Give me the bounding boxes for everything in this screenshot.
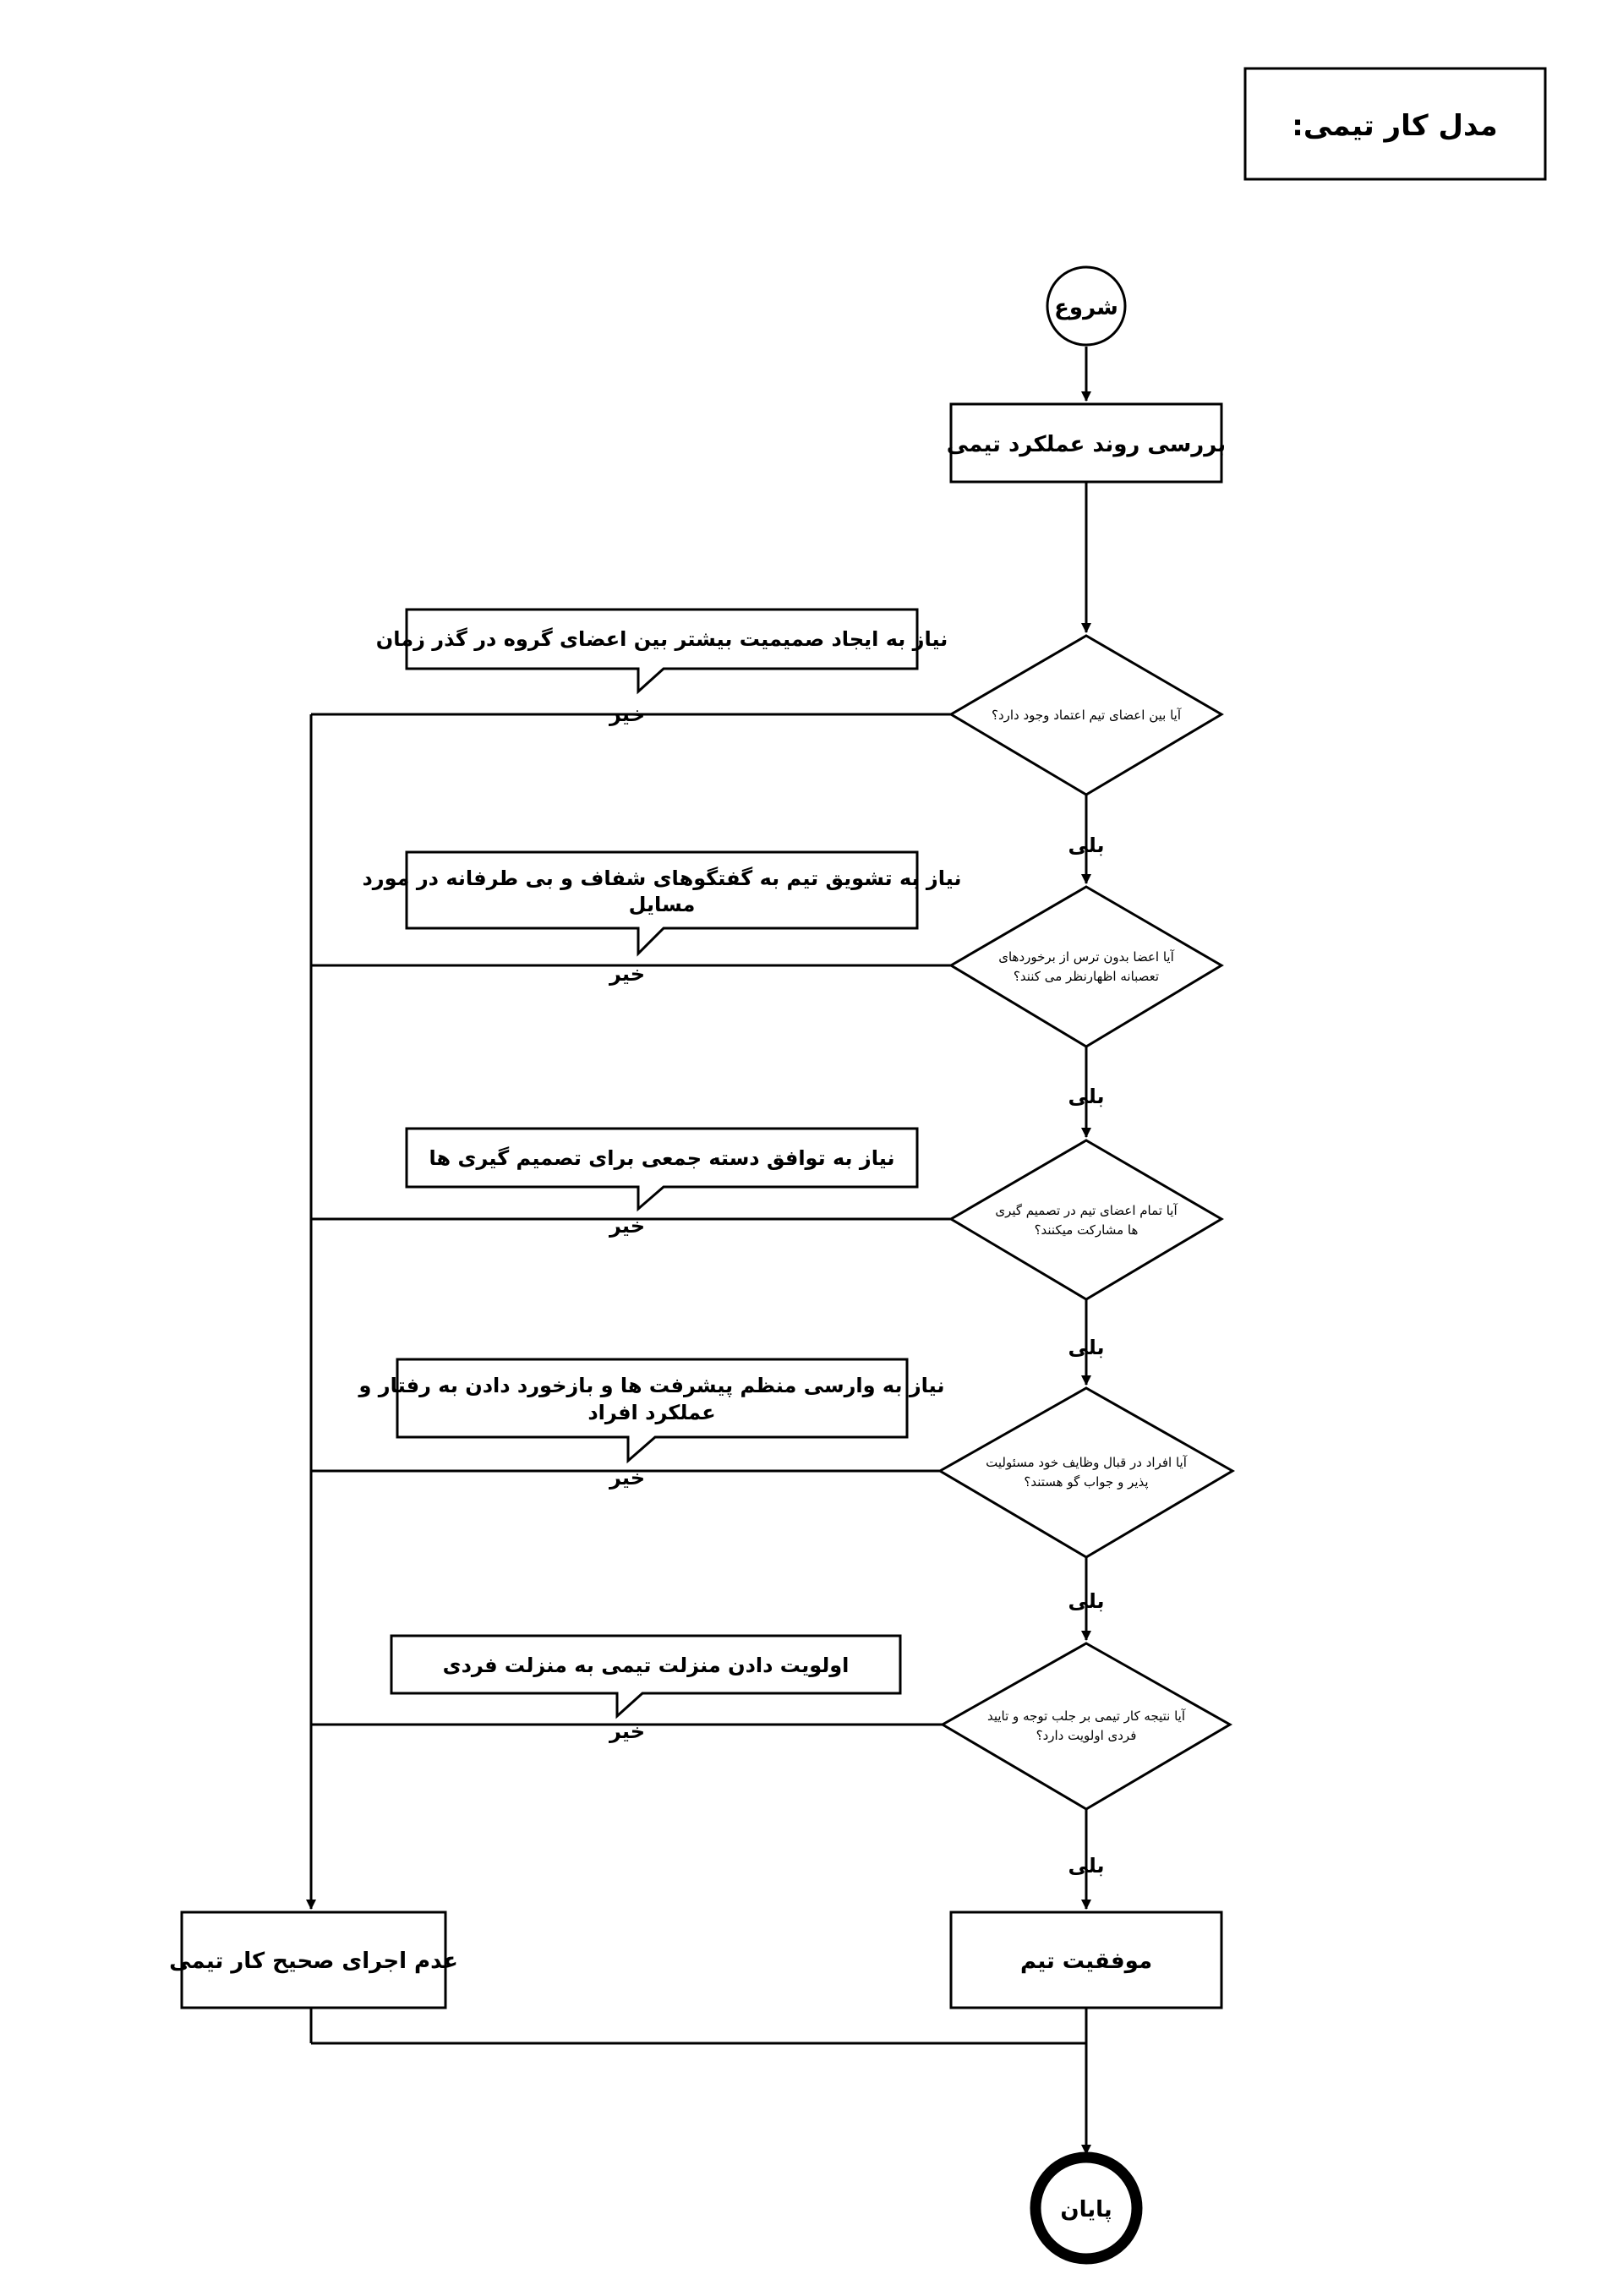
yes-label-1: بلی bbox=[1068, 834, 1104, 857]
end-terminal: پایان bbox=[1030, 2151, 1143, 2265]
decision-1: آیا بین اعضای تیم اعتماد وجود دارد؟ bbox=[948, 634, 1224, 796]
failure-box: عدم اجرای صحیح کار تیمی bbox=[169, 1911, 458, 2009]
no-label-4: خیر bbox=[609, 1466, 645, 1490]
no-label-5: خیر bbox=[609, 1719, 645, 1743]
yes-label-3: بلی bbox=[1068, 1336, 1104, 1359]
no-label-1: خیر bbox=[609, 702, 645, 726]
decision-3: آیا تمام اعضای تیم در تصمیم گیری ها مشار… bbox=[948, 1139, 1224, 1301]
yes-label-2: بلی bbox=[1068, 1085, 1104, 1108]
no-labels: خیر خیر خیر خیر خیر bbox=[609, 702, 645, 1743]
start-label: شروع bbox=[1054, 295, 1118, 320]
decision-2: آیا اعضا بدون ترس از برخوردهای تعصبانه ا… bbox=[948, 885, 1224, 1048]
title-box: مدل کار تیمی: bbox=[1243, 67, 1547, 181]
decision-5-line-1: آیا نتیجه کار تیمی بر جلب توجه و تایید bbox=[987, 1708, 1186, 1724]
note-5-line-1: اولویت دادن منزلت تیمی به منزلت فردی bbox=[443, 1654, 850, 1677]
start-terminal: شروع bbox=[1046, 265, 1127, 347]
decision-3-line-2: ها مشارکت میکنند؟ bbox=[1035, 1222, 1139, 1238]
decision-2-line-2: تعصبانه اظهارنظر می کنند؟ bbox=[1014, 969, 1159, 984]
decision-2-line-1: آیا اعضا بدون ترس از برخوردهای bbox=[998, 949, 1174, 965]
decision-3-line-1: آیا تمام اعضای تیم در تصمیم گیری bbox=[995, 1203, 1178, 1218]
note-2-line-1: نیاز به تشویق تیم به گفتگوهای شفاف و بی … bbox=[362, 866, 961, 890]
note-4-line-2: عملکرد افراد bbox=[587, 1401, 715, 1424]
note-5: اولویت دادن منزلت تیمی به منزلت فردی bbox=[390, 1634, 902, 1719]
decision-5: آیا نتیجه کار تیمی بر جلب توجه و تایید ف… bbox=[939, 1642, 1233, 1811]
decision-4-line-1: آیا افراد در قبال وظایف خود مسئولیت bbox=[986, 1455, 1188, 1470]
decision-4-line-2: پذیر و جواب گو هستند؟ bbox=[1024, 1474, 1148, 1490]
note-4-line-1: نیاز به وارسی منظم پیشرفت ها و بازخورد د… bbox=[358, 1374, 945, 1397]
failure-box-label: عدم اجرای صحیح کار تیمی bbox=[169, 1949, 458, 1974]
no-label-2: خیر bbox=[609, 962, 645, 986]
page-title: مدل کار تیمی: bbox=[1292, 109, 1497, 143]
review-box: بررسی روند عملکرد تیمی bbox=[947, 402, 1226, 484]
note-4: نیاز به وارسی منظم پیشرفت ها و بازخورد د… bbox=[358, 1358, 945, 1464]
success-box: موفقیت تیم bbox=[949, 1911, 1223, 2009]
note-1: نیاز به ایجاد صمیمیت بیشتر بین اعضای گرو… bbox=[376, 608, 948, 695]
success-box-label: موفقیت تیم bbox=[1020, 1949, 1152, 1974]
decision-4: آیا افراد در قبال وظایف خود مسئولیت پذیر… bbox=[937, 1386, 1235, 1559]
yes-label-5: بلی bbox=[1068, 1854, 1104, 1878]
connectors bbox=[306, 347, 1091, 2155]
end-label: پایان bbox=[1060, 2197, 1112, 2222]
review-box-label: بررسی روند عملکرد تیمی bbox=[947, 432, 1226, 457]
decision-5-line-2: فردی اولویت دارد؟ bbox=[1036, 1728, 1137, 1743]
decision-1-line-1: آیا بین اعضای تیم اعتماد وجود دارد؟ bbox=[992, 708, 1182, 723]
yes-labels: بلی بلی بلی بلی بلی bbox=[1068, 834, 1104, 1878]
note-2: نیاز به تشویق تیم به گفتگوهای شفاف و بی … bbox=[362, 850, 962, 957]
note-1-line-1: نیاز به ایجاد صمیمیت بیشتر بین اعضای گرو… bbox=[376, 627, 948, 651]
note-3-line-1: نیاز به توافق دسته جمعی برای تصمیم گیری … bbox=[429, 1146, 894, 1170]
yes-label-4: بلی bbox=[1068, 1589, 1104, 1613]
note-3: نیاز به توافق دسته جمعی برای تصمیم گیری … bbox=[405, 1127, 919, 1212]
note-2-line-2: مسایل bbox=[629, 893, 696, 916]
no-label-3: خیر bbox=[609, 1214, 645, 1238]
